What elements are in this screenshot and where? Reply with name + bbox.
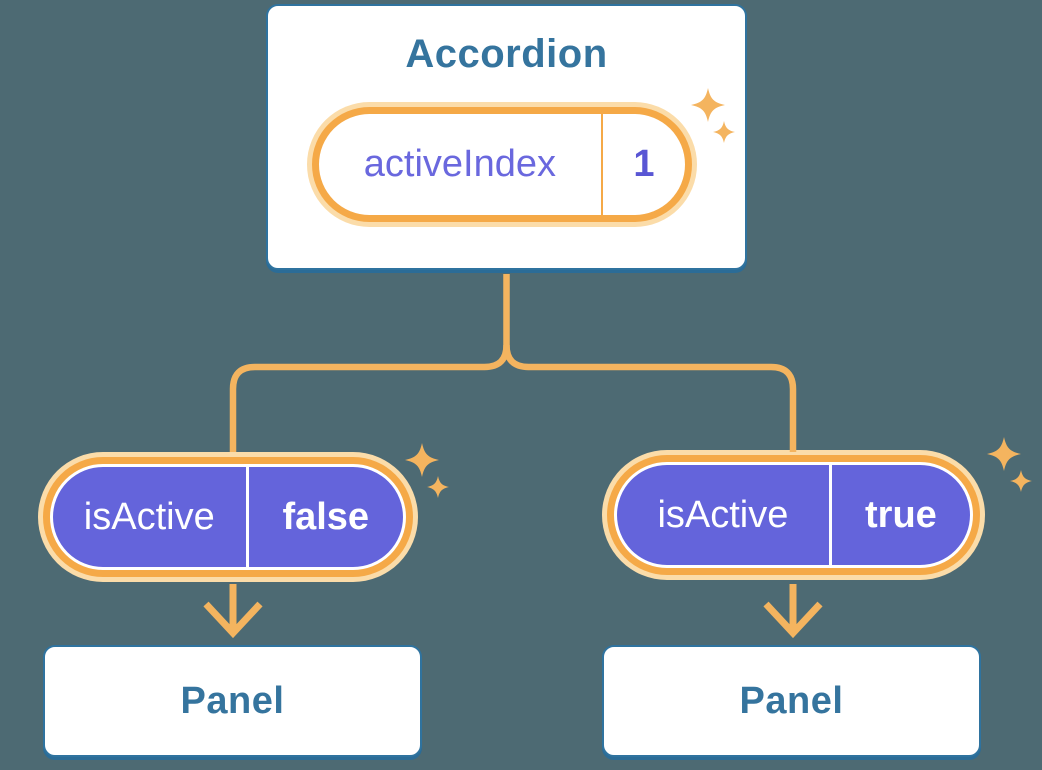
prop-pill-ring: isActive false bbox=[43, 457, 413, 577]
sparkle-icon bbox=[427, 476, 449, 498]
pill-divider bbox=[828, 465, 832, 565]
accordion-title: Accordion bbox=[405, 32, 608, 76]
prop-pill-value: true bbox=[865, 493, 937, 536]
connector-line-left bbox=[229, 274, 510, 452]
prop-pill-isactive-false: isActive false bbox=[38, 452, 418, 582]
prop-pill-isactive-true: isActive true bbox=[602, 450, 985, 580]
state-pill-label: activeIndex bbox=[363, 143, 557, 185]
sparkle-icon bbox=[1010, 470, 1032, 492]
connector-line-right bbox=[503, 344, 797, 452]
state-pill-ring: activeIndex 1 bbox=[312, 107, 692, 222]
panel-title: Panel bbox=[739, 679, 844, 722]
state-pill-value: 1 bbox=[633, 143, 655, 185]
panel-title: Panel bbox=[180, 679, 285, 722]
prop-pill-value: false bbox=[282, 495, 370, 538]
pill-divider bbox=[600, 114, 603, 215]
state-pill-activeindex: activeIndex 1 bbox=[307, 102, 697, 227]
panel-card-right: Panel bbox=[602, 645, 981, 757]
arrow-down-icon bbox=[763, 584, 823, 639]
prop-pill-label: isActive bbox=[657, 493, 789, 536]
sparkle-icon bbox=[405, 443, 439, 477]
panel-card-left: Panel bbox=[43, 645, 422, 757]
pill-divider bbox=[245, 467, 249, 567]
arrow-down-icon bbox=[203, 584, 263, 639]
prop-pill-label: isActive bbox=[83, 495, 215, 538]
sparkle-icon bbox=[987, 437, 1021, 471]
prop-pill-ring: isActive true bbox=[607, 455, 980, 575]
